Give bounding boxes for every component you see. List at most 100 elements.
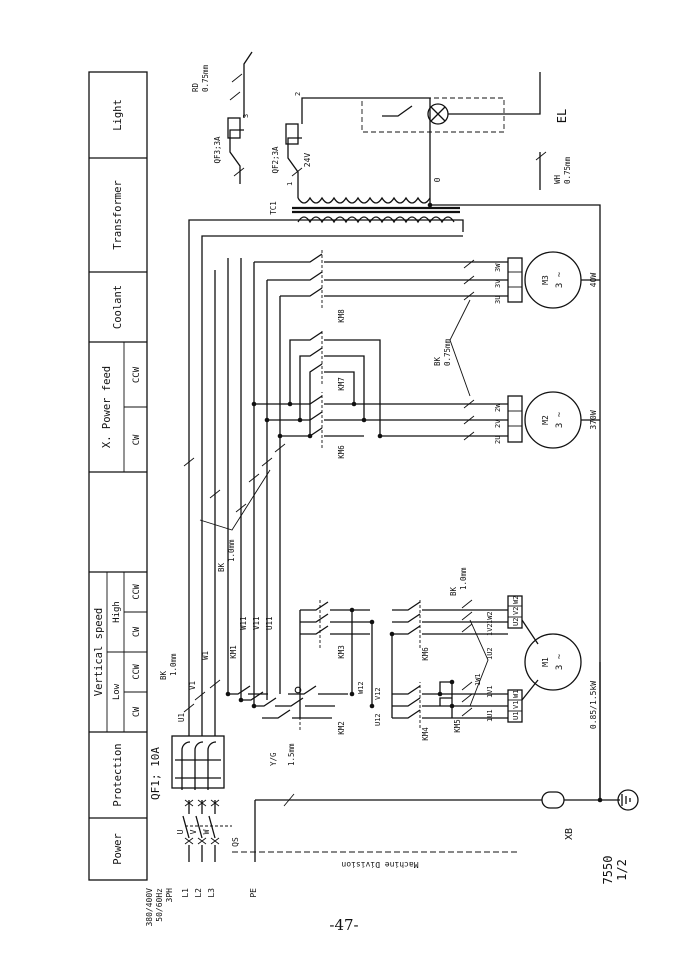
sheet-number: 1/2 [615, 859, 629, 881]
light-el [361, 72, 541, 190]
km8-label: KM8 [337, 309, 346, 323]
m2-term-2u: 2U [494, 436, 502, 444]
m3-term-3v: 3V [494, 279, 502, 288]
supply-frequency: 50/60Hz [155, 888, 164, 922]
pe-label: PE [249, 888, 258, 898]
motor-m2 [507, 391, 600, 449]
header-transformer: Transformer [112, 180, 124, 250]
header-high-ccw: CCW [132, 583, 142, 599]
wh-label: WH [553, 174, 562, 184]
km3-contacts [299, 600, 395, 718]
wh-size: 0.75mm [563, 156, 572, 184]
m1-link-1v1: 1V1 [486, 685, 494, 698]
motor-m1 [482, 595, 601, 800]
transformer-tc1 [292, 184, 601, 800]
m2-phase: 3 ~ [555, 411, 565, 428]
machine-division-label: Machine Division [341, 860, 418, 869]
km3-label: KM3 [337, 645, 346, 659]
km1-km2-contacts [225, 684, 348, 730]
motor-m3 [507, 251, 600, 309]
label-size-4: 0.75mm [443, 338, 452, 366]
label-bk-3: BK [449, 586, 458, 596]
phase-v: V [189, 829, 198, 834]
header-power-feed: X. Power feed [101, 366, 113, 448]
m1-term-v1: V1 [512, 701, 520, 709]
header-feed-ccw: CCW [132, 366, 142, 383]
m2-term-2v: 2V [494, 419, 502, 428]
xb-label: XB [564, 828, 575, 840]
label-w11: W11 [239, 616, 248, 630]
m1-rating: 0.85/1.5kW [589, 681, 598, 729]
supply-labels: 380/400V 50/60Hz 3PH L1 L2 L3 PE QS U V … [145, 829, 258, 926]
label-size-2: 1.0mm [227, 539, 236, 562]
m1-link-w12: W12 [357, 681, 365, 694]
m1-id: M1 [541, 657, 550, 667]
km6-km7-contacts [251, 330, 508, 448]
drawing-number: 7550 [601, 856, 615, 885]
m3-term-3w: 3W [494, 263, 502, 272]
m1-link-1w2: 1W2 [486, 611, 494, 624]
km8-contacts [300, 250, 508, 308]
qf1-breaker [171, 735, 225, 790]
supply-voltage: 380/400V [145, 888, 154, 927]
line-l2: L2 [194, 888, 203, 898]
header-high-cw: CW [132, 626, 142, 637]
m1-link-1w1: 1W1 [474, 673, 482, 686]
label-u1: U1 [177, 713, 186, 722]
yg-size: 1.5mm [287, 743, 296, 766]
tc1-zero: 0 [433, 177, 442, 182]
line-l3: L3 [207, 888, 216, 898]
km6-label-2: KM6 [337, 445, 346, 459]
line-l1: L1 [181, 888, 190, 898]
qf1-label: QF1; 10A [149, 747, 162, 800]
fuse-n3: 3 [242, 114, 250, 118]
km6-label: KM6 [421, 647, 430, 661]
m1-link-1u1: 1U1 [486, 709, 494, 722]
page-number: -47- [329, 916, 359, 934]
header-table [88, 71, 148, 881]
m2-id: M2 [541, 415, 550, 425]
km7-label: KM7 [337, 377, 346, 391]
qf2-label: QF2;3A [271, 146, 280, 174]
qf1-outputs [183, 679, 221, 736]
ground-line [254, 791, 620, 862]
m2-rating: 370W [589, 410, 598, 429]
m1-term-v2: V2 [512, 607, 520, 615]
label-v11: V11 [252, 616, 261, 630]
m1-link-1u2: 1U2 [486, 647, 494, 660]
m1-phase: 3 ~ [555, 653, 565, 670]
phase-w: W [202, 829, 211, 834]
ground-icon [617, 789, 639, 811]
tc1-label: TC1 [269, 201, 278, 215]
el-label: EL [555, 109, 569, 123]
header-high: High [112, 601, 122, 623]
header-coolant: Coolant [112, 285, 124, 329]
label-size-1: 1.0mm [169, 653, 178, 676]
header-low-cw: CW [132, 706, 142, 717]
header-feed-cw: CW [132, 434, 142, 445]
label-w1: W1 [201, 651, 210, 660]
header-low-ccw: CCW [132, 663, 142, 679]
m1-term-w2: W2 [512, 596, 520, 604]
header-labels: Light Transformer Coolant X. Power feed … [93, 99, 142, 865]
m2-term-2w: 2W [494, 403, 502, 412]
rd-size: 0.75mm [201, 64, 210, 92]
m1-term-u1: U1 [512, 712, 520, 720]
rd-label: RD [191, 82, 200, 92]
qs-label: QS [231, 837, 240, 847]
label-size-3: 1.0mm [459, 567, 468, 590]
header-light: Light [112, 99, 124, 131]
label-u11: U11 [265, 616, 274, 630]
km4-km5-km6-contacts [392, 600, 482, 728]
feeders [183, 219, 464, 712]
header-low: Low [112, 683, 122, 700]
label-bk-2: BK [217, 562, 226, 572]
km4-label: KM4 [421, 727, 430, 741]
m1-term-u2: U2 [512, 618, 520, 626]
qf3-label: QF3;3A [213, 136, 222, 164]
label-bk-4: BK [433, 356, 442, 366]
m3-term-3u: 3U [494, 296, 502, 304]
main-switch [182, 799, 232, 862]
km2-label: KM2 [337, 721, 346, 735]
